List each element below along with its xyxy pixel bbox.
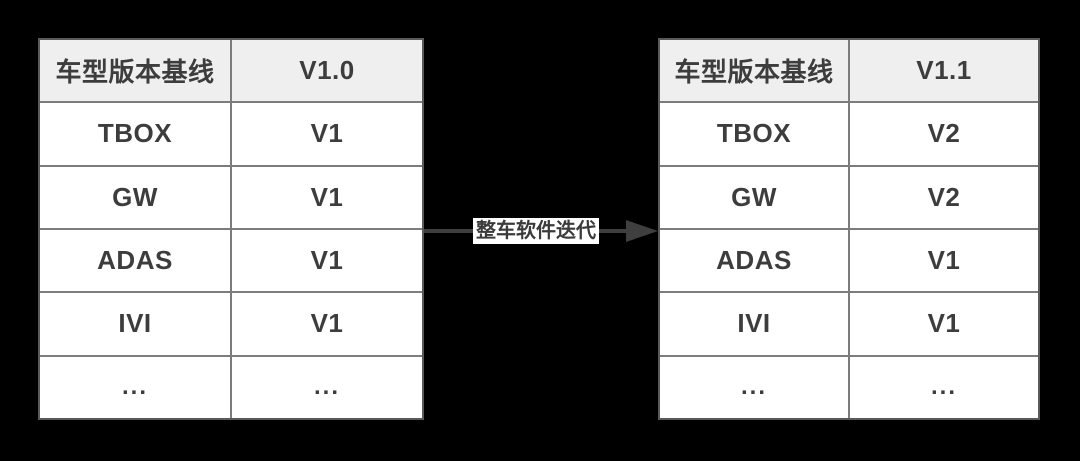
left-row-tbox-component: TBOX	[40, 103, 230, 165]
left-header-version: V1.0	[232, 40, 422, 102]
baseline-table-v1-1: 车型版本基线 V1.1 TBOX V2 GW V2 ADAS V1 IVI V1…	[658, 38, 1040, 420]
left-header-baseline: 车型版本基线	[40, 40, 230, 102]
right-row-ellipsis-version: ...	[850, 356, 1038, 418]
left-row-ivi-component: IVI	[40, 293, 230, 355]
left-row-ivi-version: V1	[232, 293, 422, 355]
iteration-arrow-head-icon	[626, 220, 658, 242]
right-header-baseline: 车型版本基线	[660, 40, 848, 102]
right-row-gw-version: V2	[850, 166, 1038, 228]
iteration-arrow-label: 整车软件迭代	[473, 218, 599, 244]
right-row-tbox-version: V2	[850, 103, 1038, 165]
left-row-gw-component: GW	[40, 166, 230, 228]
left-row-adas-version: V1	[232, 229, 422, 292]
left-row-ellipsis-component: ...	[40, 356, 230, 418]
right-row-ivi-component: IVI	[660, 293, 848, 355]
left-row-adas-component: ADAS	[40, 229, 230, 292]
left-row-gw-version: V1	[232, 166, 422, 228]
right-row-adas-component: ADAS	[660, 229, 848, 292]
baseline-table-v1-0: 车型版本基线 V1.0 TBOX V1 GW V1 ADAS V1 IVI V1…	[38, 38, 424, 420]
right-header-version: V1.1	[850, 40, 1038, 102]
left-row-ellipsis-version: ...	[232, 356, 422, 418]
right-row-adas-version: V1	[850, 229, 1038, 292]
right-row-gw-component: GW	[660, 166, 848, 228]
left-row-tbox-version: V1	[232, 103, 422, 165]
right-row-ellipsis-component: ...	[660, 356, 848, 418]
right-row-tbox-component: TBOX	[660, 103, 848, 165]
right-row-ivi-version: V1	[850, 293, 1038, 355]
